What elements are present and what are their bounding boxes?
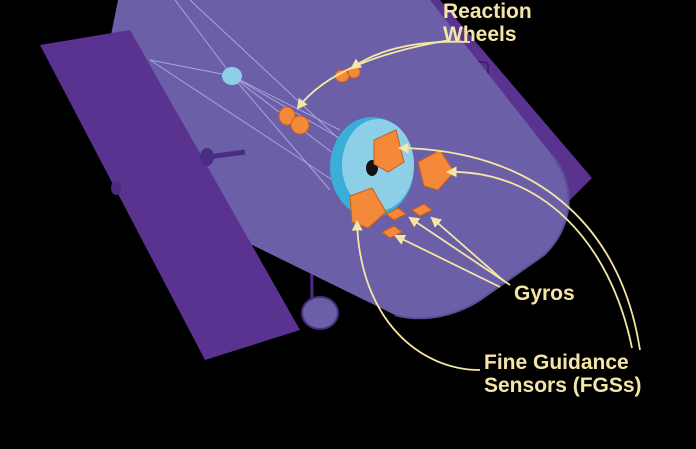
reaction-wheel-leaders (296, 39, 471, 110)
fgs-sensor (349, 187, 387, 229)
gyro-leaders (394, 216, 511, 288)
reaction-wheels (278, 65, 361, 135)
reaction-wheels-label-line2: Wheels (443, 23, 517, 46)
secondary-mirror (222, 67, 242, 85)
reaction-wheels-label: Reaction Wheels (443, 0, 532, 46)
reaction-wheels-label-line1: Reaction (443, 0, 532, 23)
reaction-wheel (278, 106, 296, 126)
solar-panel-left (40, 30, 300, 360)
gyro (381, 225, 403, 239)
gyro (385, 207, 407, 221)
gyros-label: Gyros (514, 282, 575, 305)
fgs-label-line1: Fine Guidance (484, 351, 629, 374)
fine-guidance-sensors (349, 129, 455, 229)
fine-guidance-sensors-label: Fine Guidance Sensors (FGSs) (484, 351, 642, 397)
gyros (381, 203, 433, 239)
gyro (411, 203, 433, 217)
fgs-sensor (417, 149, 455, 191)
fgs-leaders (351, 142, 641, 371)
fgs-sensor (373, 129, 405, 173)
reaction-wheel (290, 115, 310, 135)
aft-bumper (301, 296, 339, 330)
fgs-label-line2: Sensors (FGSs) (484, 374, 642, 397)
